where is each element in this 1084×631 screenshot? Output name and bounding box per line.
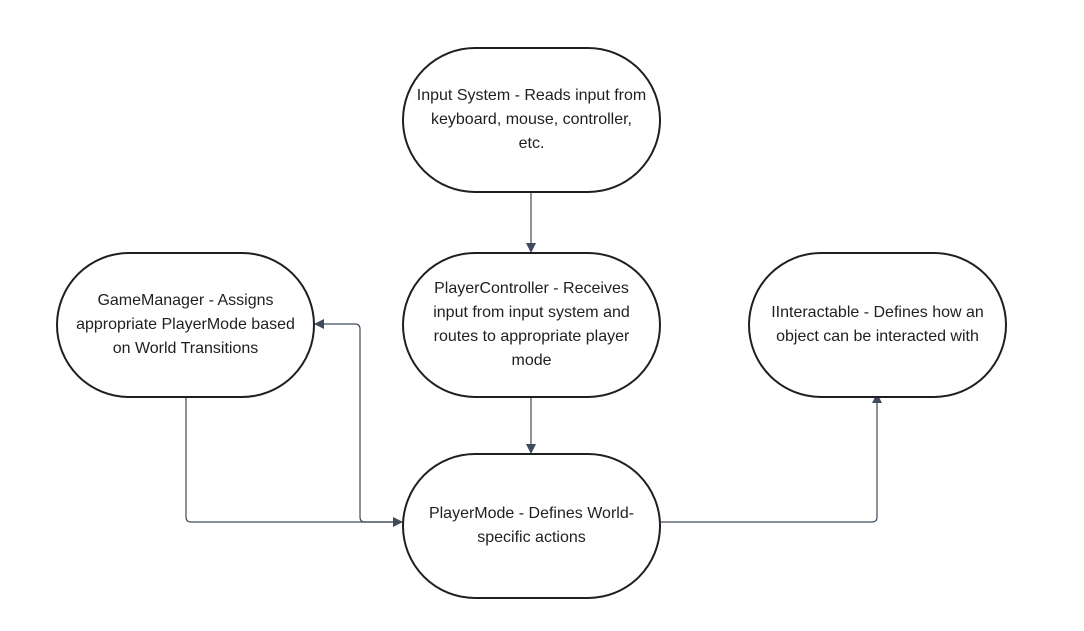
- node-player-controller: PlayerController - Receives input from i…: [402, 252, 661, 398]
- node-game-manager-label: GameManager - Assigns appropriate Player…: [76, 292, 295, 357]
- node-input-system: Input System - Reads input from keyboard…: [402, 47, 661, 193]
- edge-game-manager-to-player-mode: [185, 393, 403, 527]
- node-game-manager: GameManager - Assigns appropriate Player…: [56, 252, 315, 398]
- node-iinteractable: IInteractable - Defines how an object ca…: [748, 252, 1007, 398]
- node-player-mode: PlayerMode - Defines World-specific acti…: [402, 453, 661, 599]
- node-input-system-label: Input System - Reads input from keyboard…: [416, 87, 647, 152]
- node-iinteractable-label: IInteractable - Defines how an object ca…: [771, 304, 984, 345]
- edge-player-mode-to-game-manager: [314, 319, 402, 523]
- edge-player-mode-to-iinteractable: [661, 393, 882, 523]
- node-player-mode-label: PlayerMode - Defines World-specific acti…: [428, 505, 635, 546]
- node-player-controller-label: PlayerController - Receives input from i…: [433, 280, 630, 369]
